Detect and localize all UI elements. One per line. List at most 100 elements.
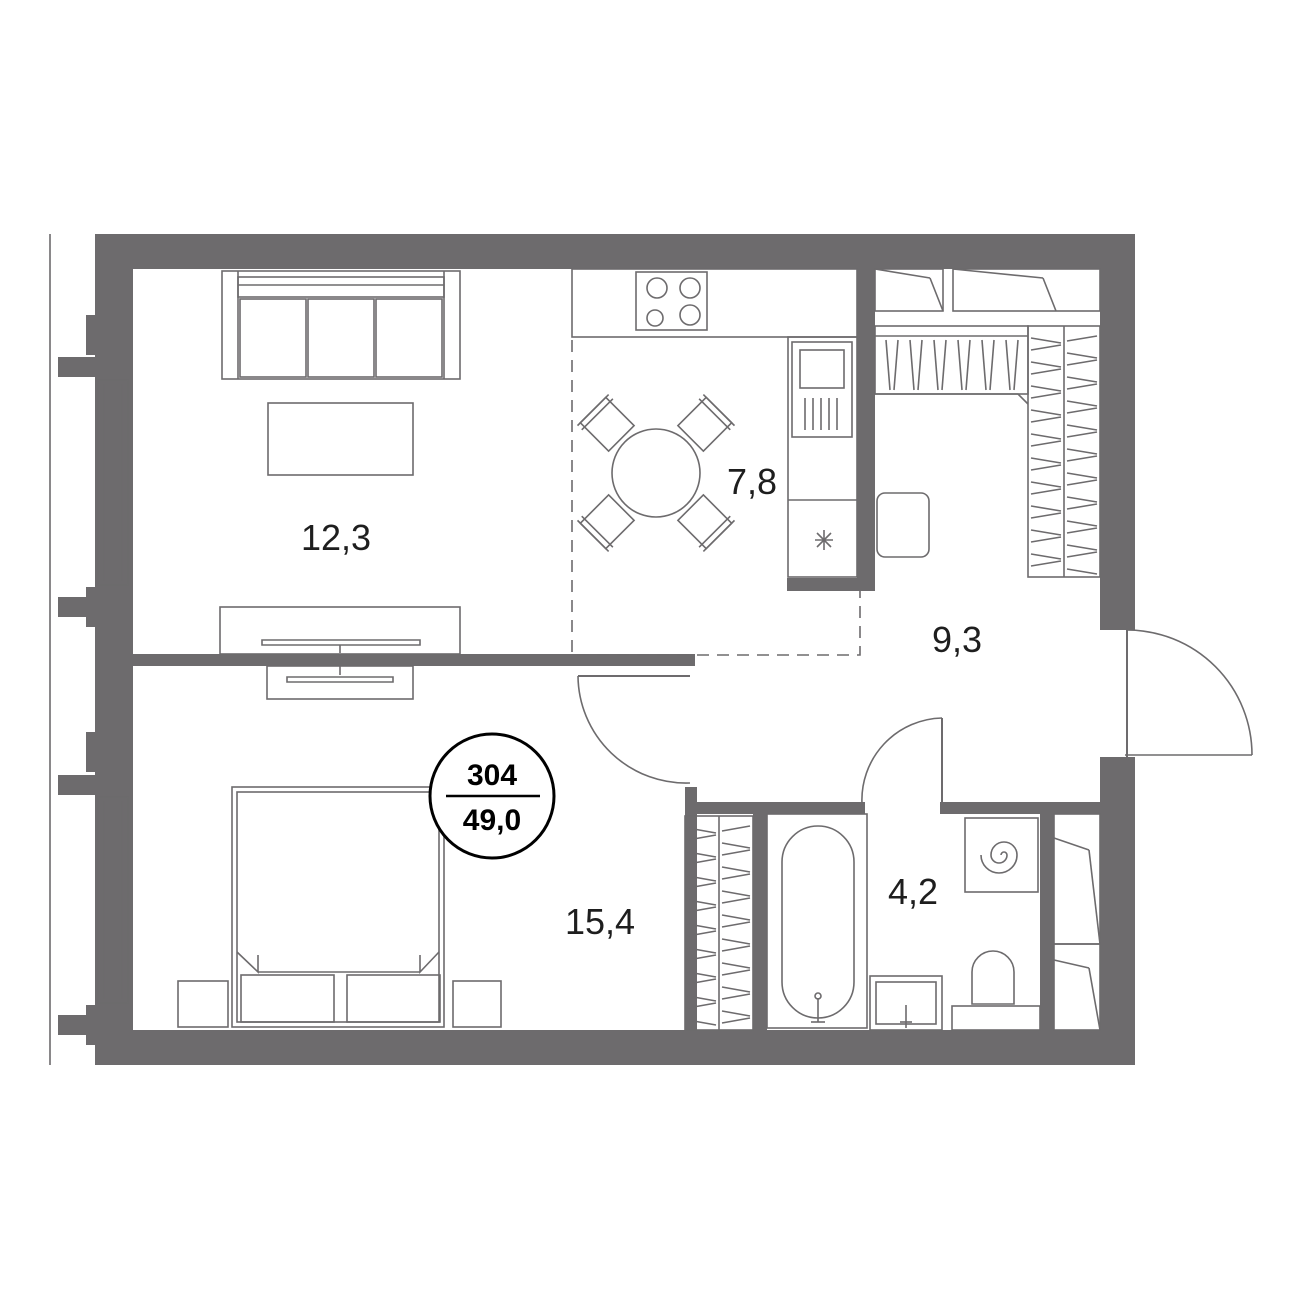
hanger-line (1030, 529, 1062, 536)
hanger-line (1066, 424, 1098, 431)
apartment-badge: 304 49,0 (428, 732, 556, 860)
hanger-line (1030, 433, 1062, 440)
nightstand-right (452, 980, 502, 1028)
hanger-line (1030, 488, 1062, 495)
wardrobe-icon (874, 325, 1029, 395)
hanger-line (721, 938, 751, 945)
sofa-icon (221, 270, 461, 380)
hanger-line (1066, 335, 1098, 342)
hanger-line (965, 339, 971, 391)
hanger-line (721, 969, 751, 976)
hanger-line (1030, 464, 1062, 471)
hanger-line (1030, 536, 1062, 543)
hanger-line (1030, 344, 1062, 351)
top-shelves (874, 268, 1101, 312)
hanger-line (1030, 505, 1062, 512)
hanger-line (1066, 376, 1098, 383)
hanger-line (1066, 383, 1098, 390)
washbasin-icon (869, 975, 943, 1031)
hanger-line (721, 890, 751, 897)
doors (577, 629, 1253, 805)
hanger-line (885, 339, 891, 391)
hanger-line (687, 851, 717, 858)
hanger-line (1066, 472, 1098, 479)
hanger-line (1030, 457, 1062, 464)
living-room-area: 12,3 (301, 517, 371, 558)
hanger-line (687, 930, 717, 937)
hanger-line (1066, 544, 1098, 551)
hanger-line (957, 339, 963, 391)
hanger-line (721, 866, 751, 873)
bedroom-area: 15,4 (565, 901, 635, 942)
hanger-line (687, 827, 717, 834)
hanger-line (687, 906, 717, 913)
hanger-line (721, 986, 751, 993)
hanger-line (687, 858, 717, 865)
hanger-line (687, 954, 717, 961)
hanger-line (1066, 359, 1098, 366)
hanger-line (1030, 512, 1062, 519)
wardrobe-icon (1027, 325, 1101, 578)
kitchen-area: 7,8 (727, 461, 777, 502)
hanger-line (721, 1017, 751, 1024)
hanger-line (721, 849, 751, 856)
hanger-line (721, 993, 751, 1000)
hanger-line (1030, 337, 1062, 344)
apartment-number: 304 (467, 759, 517, 792)
hanger-line (1030, 385, 1062, 392)
hanger-line (1030, 481, 1062, 488)
hanger-line (1005, 339, 1011, 391)
hanger-line (1030, 553, 1062, 560)
cooktop-icon (635, 271, 708, 331)
hanger-line (721, 1010, 751, 1017)
fridge-icon (815, 530, 833, 550)
walls (58, 234, 1135, 1065)
hanger-line (1066, 527, 1098, 534)
hanger-line (687, 875, 717, 882)
coffee-table-icon (267, 402, 414, 476)
hanger-line (687, 882, 717, 889)
bathtub-icon (766, 813, 868, 1029)
hanger-line (721, 945, 751, 952)
hanger-line (981, 339, 987, 391)
sink-icon (791, 341, 853, 438)
tv-icon (219, 606, 461, 700)
hanger-line (687, 834, 717, 841)
hanger-line (1066, 551, 1098, 558)
hanger-line (893, 339, 899, 391)
hanger-line (1066, 496, 1098, 503)
hanger-line (1066, 568, 1098, 575)
hanger-line (721, 842, 751, 849)
hanger-line (1066, 455, 1098, 462)
hanger-line (1013, 339, 1019, 391)
utility-shelves (1053, 813, 1101, 1031)
hanger-line (1030, 368, 1062, 375)
wardrobe-icon (684, 815, 754, 1031)
dining-table-icon (576, 393, 736, 553)
hanger-line (721, 897, 751, 904)
hanger-line (1066, 520, 1098, 527)
hanger-line (721, 962, 751, 969)
nightstand-left (177, 980, 229, 1028)
hanger-line (1066, 479, 1098, 486)
hanger-line (1030, 361, 1062, 368)
hanger-line (721, 825, 751, 832)
armchair-icon (876, 492, 930, 558)
hanger-line (687, 947, 717, 954)
hanger-line (687, 923, 717, 930)
hanger-line (1066, 431, 1098, 438)
hanger-line (1030, 560, 1062, 567)
windows (49, 234, 129, 1065)
hall-area: 9,3 (932, 619, 982, 660)
hanger-line (1030, 440, 1062, 447)
hanger-line (917, 339, 923, 391)
hanger-line (687, 995, 717, 1002)
hanger-line (1030, 416, 1062, 423)
hanger-line (1030, 409, 1062, 416)
hanger-line (687, 978, 717, 985)
hanger-line (1066, 448, 1098, 455)
hanger-line (687, 971, 717, 978)
hanger-line (687, 899, 717, 906)
hanger-line (1066, 400, 1098, 407)
